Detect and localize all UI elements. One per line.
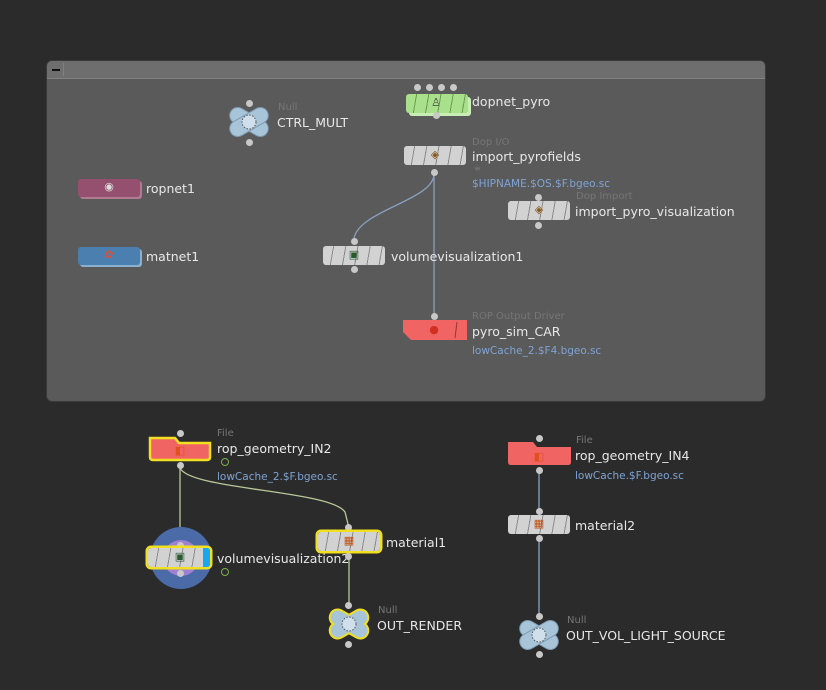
flag-indicator-icon: ≡ xyxy=(474,164,481,173)
node-body[interactable] xyxy=(318,532,380,551)
output-connector[interactable] xyxy=(246,139,253,146)
node-name[interactable]: OUT_RENDER xyxy=(377,618,463,633)
node-name[interactable]: pyro_sim_CAR xyxy=(472,324,561,339)
node-name[interactable]: ropnet1 xyxy=(146,181,195,196)
node-type: File xyxy=(576,435,593,446)
node-name[interactable]: volumevisualization1 xyxy=(391,249,524,264)
flag-indicator-icon[interactable] xyxy=(221,458,229,466)
dopnet-icon: ♙ xyxy=(431,96,441,109)
dop-import-icon: ◈ xyxy=(534,203,544,216)
node-name[interactable]: import_pyrofields xyxy=(472,149,581,164)
material-icon: ▦ xyxy=(343,534,355,547)
matnet-icon: ✿ xyxy=(104,248,114,261)
input-connector[interactable] xyxy=(177,542,184,549)
output-connector[interactable] xyxy=(433,112,440,119)
node-name[interactable]: material2 xyxy=(575,518,636,533)
input-connector-1[interactable] xyxy=(414,84,421,91)
node-type: Null xyxy=(278,102,298,113)
node-body[interactable] xyxy=(78,247,140,265)
null-node-icon[interactable] xyxy=(516,617,562,653)
node-name[interactable]: volumevisualization2 xyxy=(217,551,350,566)
network-box-header[interactable] xyxy=(47,61,765,79)
node-file-path: lowCache.$F.bgeo.sc xyxy=(575,470,684,482)
volume-viz-icon: ▣ xyxy=(174,550,186,563)
dopnet-node-body[interactable] xyxy=(406,94,468,113)
node-name[interactable]: rop_geometry_IN2 xyxy=(217,441,332,456)
node-body[interactable] xyxy=(78,179,140,197)
material-icon: ▦ xyxy=(533,517,545,530)
node-file-path: lowCache_2.$F.bgeo.sc xyxy=(217,471,338,483)
input-connector[interactable] xyxy=(345,602,352,609)
node-file-path: $HIPNAME.$OS.$F.bgeo.sc xyxy=(472,178,611,190)
file-node-body[interactable] xyxy=(147,435,213,463)
output-connector[interactable] xyxy=(536,535,543,542)
node-body[interactable] xyxy=(508,515,570,534)
input-connector[interactable] xyxy=(536,435,543,442)
input-connector[interactable] xyxy=(431,313,438,320)
output-connector[interactable] xyxy=(345,553,352,560)
node-type: File xyxy=(217,428,234,439)
node-body[interactable] xyxy=(148,548,210,567)
output-connector[interactable] xyxy=(345,641,352,648)
input-connector[interactable] xyxy=(536,613,543,620)
node-type: Null xyxy=(378,605,398,616)
node-type: Dop I/O xyxy=(472,137,510,148)
output-connector[interactable] xyxy=(351,266,358,273)
ropnet-icon: ◉ xyxy=(104,180,114,193)
node-name[interactable]: CTRL_MULT xyxy=(277,115,349,130)
input-connector[interactable] xyxy=(351,238,358,245)
node-name[interactable]: rop_geometry_IN4 xyxy=(575,448,690,463)
node-body[interactable] xyxy=(323,246,385,265)
collapse-icon[interactable] xyxy=(49,63,64,76)
node-type: ROP Output Driver xyxy=(472,311,565,322)
file-node-body[interactable] xyxy=(507,441,573,467)
output-connector[interactable] xyxy=(535,222,542,229)
null-node-icon[interactable] xyxy=(226,104,272,140)
input-connector[interactable] xyxy=(535,194,542,201)
input-connector[interactable] xyxy=(177,430,184,437)
output-connector[interactable] xyxy=(431,169,438,176)
dop-import-icon: ◈ xyxy=(430,148,440,161)
file-icon: ◧ xyxy=(174,444,186,457)
output-connector[interactable] xyxy=(536,467,543,474)
volume-viz-icon: ▣ xyxy=(348,248,360,261)
node-name[interactable]: OUT_VOL_LIGHT_SOURCE xyxy=(566,628,726,643)
output-connector[interactable] xyxy=(177,570,184,577)
node-type: Dop Import xyxy=(576,191,633,202)
node-body[interactable] xyxy=(404,146,466,165)
input-connector[interactable] xyxy=(345,524,352,531)
node-body[interactable] xyxy=(508,201,570,220)
input-connector-3[interactable] xyxy=(438,84,445,91)
node-type: Null xyxy=(567,615,587,626)
input-connector[interactable] xyxy=(536,508,543,515)
input-connector[interactable] xyxy=(246,100,253,107)
node-file-path: lowCache_2.$F4.bgeo.sc xyxy=(472,345,602,357)
output-connector[interactable] xyxy=(177,462,184,469)
input-connector-4[interactable] xyxy=(450,84,457,91)
file-icon: ◧ xyxy=(533,450,545,463)
null-node-icon[interactable] xyxy=(326,606,372,642)
output-connector[interactable] xyxy=(536,651,543,658)
rop-node-body[interactable] xyxy=(403,320,467,340)
node-name[interactable]: import_pyro_visualization xyxy=(575,204,735,219)
flag-indicator-icon[interactable] xyxy=(221,568,229,576)
node-name[interactable]: matnet1 xyxy=(146,249,200,264)
node-name[interactable]: dopnet_pyro xyxy=(472,94,551,109)
node-name[interactable]: material1 xyxy=(386,535,447,550)
input-connector-2[interactable] xyxy=(426,84,433,91)
rop-output-icon: ● xyxy=(429,323,439,336)
